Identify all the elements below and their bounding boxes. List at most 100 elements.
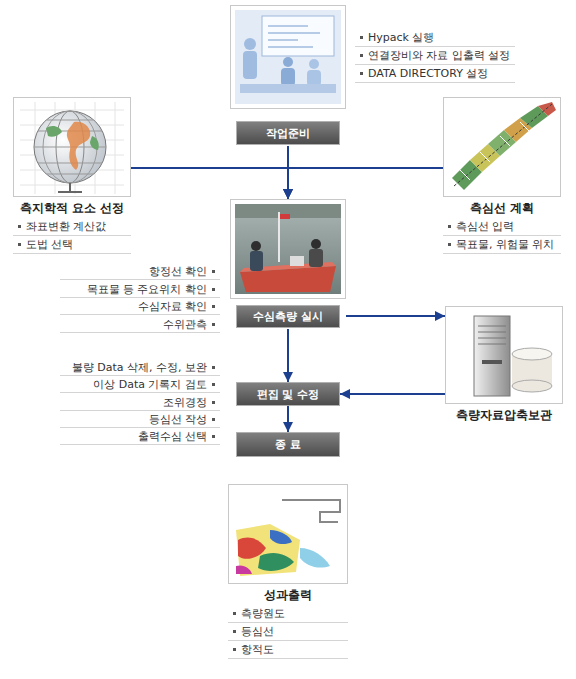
bullet-row: 좌표변환 계산값	[13, 218, 131, 236]
bullet-row: 항적도	[228, 641, 348, 659]
image-card: 측량자료압축보관	[445, 306, 563, 425]
globe-picture	[14, 98, 131, 197]
meeting-photo	[281, 68, 295, 86]
survey-line-map	[444, 98, 561, 197]
globe-picture	[67, 122, 90, 170]
side-note: 연결장비와 자료 입출력 설정	[368, 48, 511, 63]
bullet-row: 조위경정	[60, 394, 220, 411]
meeting-photo	[309, 59, 319, 69]
server-storage-picture	[482, 360, 502, 364]
bullet-row: Hypack 실행	[355, 29, 515, 47]
side-note: 이상 Data 기록지 검토	[93, 377, 207, 392]
side-note: DATA DIRECTORY 설정	[368, 66, 488, 81]
bullet-row: 도법 선택	[13, 236, 131, 254]
bullet-dot	[233, 612, 236, 615]
meeting-photo	[235, 10, 341, 104]
bullet-dot	[18, 225, 21, 228]
side-note: 등심선 작성	[149, 412, 208, 427]
bullet-row: 항정선 확인	[60, 263, 220, 280]
meeting-photo	[231, 6, 346, 109]
bullet-row: 이상 Data 기록지 검토	[60, 376, 220, 393]
flow-arrow	[287, 406, 289, 432]
bullet-dot	[212, 366, 215, 369]
step-label: 수심측량 실시	[236, 305, 340, 328]
bullet-dot	[448, 243, 451, 246]
side-note: 수위관측	[163, 317, 207, 332]
bullet-row: 목표물, 위험물 위치	[443, 236, 561, 254]
flow-arrow	[288, 168, 443, 199]
side-note: 출력수심 선택	[138, 429, 208, 444]
result-map-picture	[229, 485, 348, 584]
meeting-photo	[231, 6, 346, 109]
bullet-dot	[212, 270, 215, 273]
boat-survey-photo	[251, 241, 261, 251]
bullet-row: 측량원도	[228, 605, 348, 623]
server-storage-picture	[446, 307, 563, 404]
meeting-photo	[243, 51, 257, 79]
bullet-text: 좌표변환 계산값	[26, 219, 107, 234]
bullet-text: 항적도	[241, 642, 274, 657]
flow-arrow	[340, 393, 445, 395]
bullet-row: 수심자료 확인	[60, 298, 220, 315]
bullet-row: 목표물 등 주요위치 확인	[60, 281, 220, 298]
result-map-picture	[229, 485, 348, 584]
side-note: Hypack 실행	[368, 30, 434, 45]
meeting-photo	[240, 84, 336, 93]
bullet-dot	[212, 418, 215, 421]
process-step: 종 료	[236, 432, 340, 457]
boat-survey-photo	[280, 214, 290, 219]
process-step: 작업준비	[230, 5, 346, 146]
bullet-row: 등심선	[228, 623, 348, 641]
meeting-photo	[268, 26, 320, 47]
bullet-text: 등심선	[241, 624, 274, 639]
image-card: 측심선 계획측심선 입력목표물, 위험물 위치	[443, 97, 561, 254]
result-map-picture	[270, 530, 292, 544]
side-note: 수심자료 확인	[138, 299, 208, 314]
bullet-dot	[360, 36, 363, 39]
boat-survey-photo	[250, 251, 263, 271]
boat-survey-photo	[235, 204, 341, 218]
card-title: 측량자료압축보관	[445, 407, 563, 423]
step-label: 편집 및 수정	[236, 382, 340, 406]
flow-arrow	[131, 168, 288, 199]
server-storage-picture	[512, 348, 552, 360]
bullet-row: 출력수심 선택	[60, 428, 220, 445]
image-card: 측지학적 요소 선정좌표변환 계산값도법 선택	[13, 97, 131, 254]
boat-survey-photo	[311, 239, 321, 249]
bullet-dot	[212, 435, 215, 438]
side-note: 항정선 확인	[149, 264, 208, 279]
side-note: 목표물 등 주요위치 확인	[87, 282, 208, 297]
result-map-picture	[236, 565, 252, 574]
flow-arrow	[346, 315, 445, 317]
bullet-dot	[233, 648, 236, 651]
step-label: 작업준비	[236, 121, 340, 145]
flow-arrow	[287, 146, 289, 199]
globe-picture	[34, 120, 106, 174]
side-note: 불량 Data 삭제, 수정, 보완	[72, 360, 207, 375]
server-storage-picture	[478, 326, 506, 344]
survey-line-map	[444, 98, 561, 197]
process-step: 편집 및 수정	[236, 382, 340, 406]
bullet-dot	[448, 225, 451, 228]
process-step: 수심측량 실시	[230, 199, 346, 329]
boat-survey-photo	[290, 256, 304, 266]
globe-picture	[58, 183, 82, 192]
bullet-row: 수위관측	[60, 316, 220, 333]
bullet-row: 등심선 작성	[60, 411, 220, 428]
server-storage-picture	[474, 316, 510, 396]
globe-picture	[20, 102, 124, 194]
meeting-photo	[262, 16, 334, 56]
bullet-dot	[212, 401, 215, 404]
server-storage-picture	[446, 307, 563, 404]
image-card: 성과출력측량원도등심선항적도	[228, 484, 348, 659]
bullet-dot	[233, 630, 236, 633]
survey-line-map	[460, 122, 530, 180]
bullet-row: DATA DIRECTORY 설정	[355, 65, 515, 83]
result-map-picture	[300, 548, 330, 568]
survey-line-map	[454, 104, 552, 186]
meeting-photo	[283, 57, 293, 67]
